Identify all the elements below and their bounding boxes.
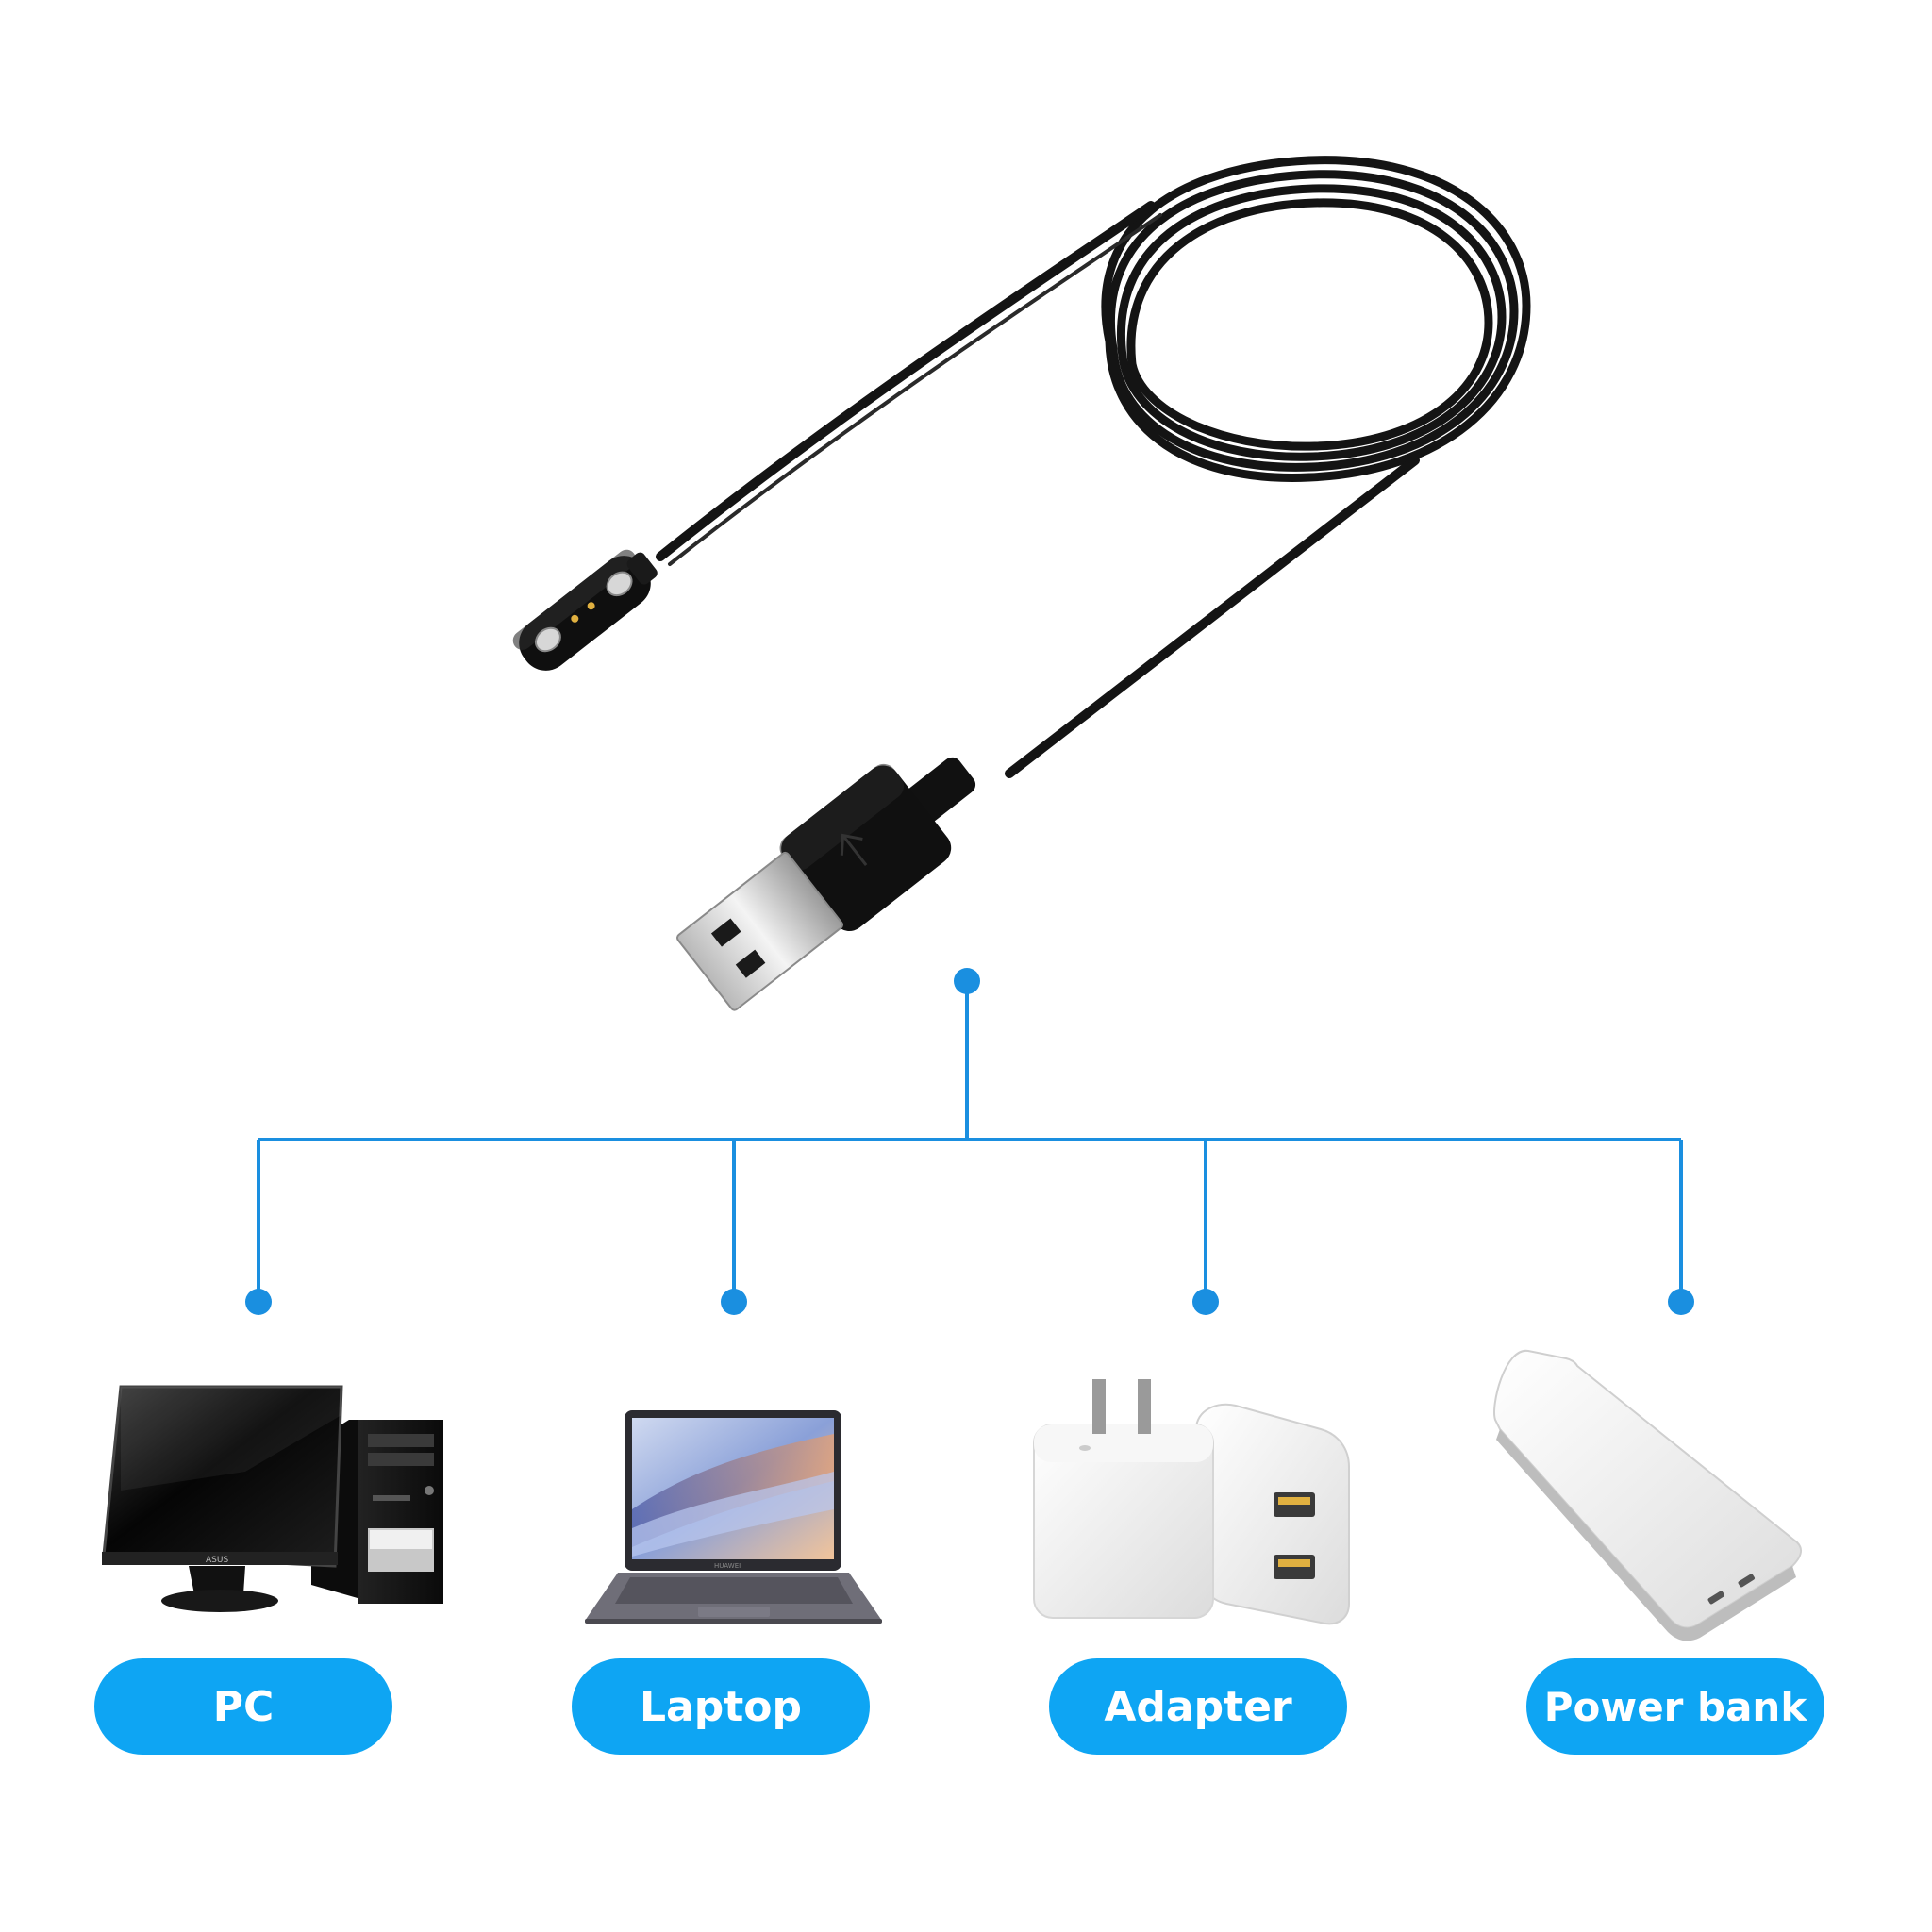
label-laptop-text: Laptop xyxy=(640,1682,802,1731)
monitor-brand-logo: ASUS xyxy=(206,1556,228,1565)
pc-illustration: ASUS xyxy=(102,1385,443,1612)
node-powerbank xyxy=(1668,1289,1694,1315)
label-pc-text: PC xyxy=(212,1682,275,1731)
connector-nodes xyxy=(245,968,1694,1315)
label-pc: PC xyxy=(94,1658,392,1755)
powerbank-illustration xyxy=(1493,1349,1803,1641)
label-powerbank: Power bank xyxy=(1526,1658,1824,1755)
label-adapter-text: Adapter xyxy=(1104,1682,1292,1731)
node-source xyxy=(954,968,980,994)
laptop-illustration: HUAWEI xyxy=(585,1410,882,1624)
cable-to-magnetic-head xyxy=(656,201,1156,561)
dual-usb-charger xyxy=(1194,1403,1350,1625)
label-adapter: Adapter xyxy=(1049,1658,1347,1755)
connector-tree xyxy=(257,981,1683,1302)
laptop-brand-logo: HUAWEI xyxy=(714,1562,741,1570)
cable-coil xyxy=(1101,156,1531,482)
charging-cable xyxy=(656,156,1531,778)
pc-monitor: ASUS xyxy=(102,1385,343,1612)
node-pc xyxy=(245,1289,272,1315)
label-laptop: Laptop xyxy=(572,1658,870,1755)
adapter-illustration xyxy=(1033,1379,1350,1625)
cable-to-usb xyxy=(1005,456,1420,778)
node-adapter xyxy=(1192,1289,1219,1315)
wall-plug-charger xyxy=(1033,1379,1214,1619)
label-powerbank-text: Power bank xyxy=(1543,1683,1807,1730)
usb-a-plug xyxy=(676,757,976,1011)
magnetic-charger-head xyxy=(512,549,658,671)
node-laptop xyxy=(721,1289,747,1315)
pc-tower xyxy=(311,1420,443,1604)
